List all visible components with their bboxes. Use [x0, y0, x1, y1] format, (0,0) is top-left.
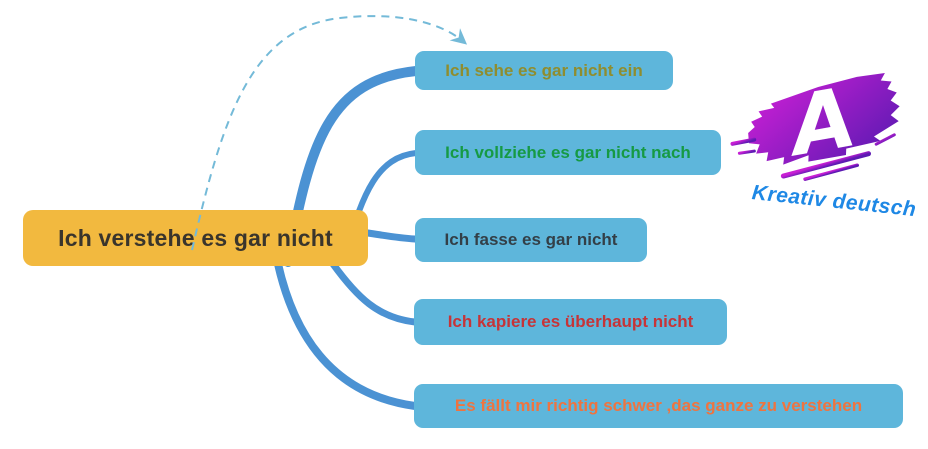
brush-speckle — [780, 151, 871, 179]
brush-speckle — [730, 137, 757, 146]
main-topic-label: Ich verstehe es gar nicht — [58, 224, 333, 251]
main-topic-node[interactable]: Ich verstehe es gar nicht — [23, 210, 368, 266]
branch-label: Es fällt mir richtig schwer ,das ganze z… — [454, 396, 863, 415]
branch-label: Ich kapiere es überhaupt nicht — [447, 312, 694, 331]
branch-node-1[interactable]: Ich sehe es gar nicht ein — [415, 51, 673, 90]
branch-label: Ich fasse es gar nicht — [444, 230, 618, 249]
brush-speckle — [874, 133, 896, 146]
branch-node-3[interactable]: Ich fasse es gar nicht — [415, 218, 647, 262]
branch-node-4[interactable]: Ich kapiere es überhaupt nicht — [414, 299, 727, 345]
branch-node-5[interactable]: Es fällt mir richtig schwer ,das ganze z… — [414, 384, 903, 428]
connector-branch-5 — [274, 260, 419, 410]
brush-speckle — [803, 163, 859, 181]
brand-logo: A Kreativ deutsch — [718, 50, 928, 225]
brush-stroke-graphic: A — [730, 70, 900, 181]
branch-label: Ich vollziehe es gar nicht nach — [445, 142, 691, 162]
brush-stroke-group: A — [730, 70, 900, 181]
connector-branch-3 — [364, 229, 419, 243]
branch-label: Ich sehe es gar nicht ein — [445, 60, 643, 80]
connector-branch-4 — [329, 260, 419, 326]
branch-node-2[interactable]: Ich vollziehe es gar nicht nach — [415, 130, 721, 175]
brush-speckle — [737, 149, 756, 155]
brush-blob — [748, 73, 900, 165]
